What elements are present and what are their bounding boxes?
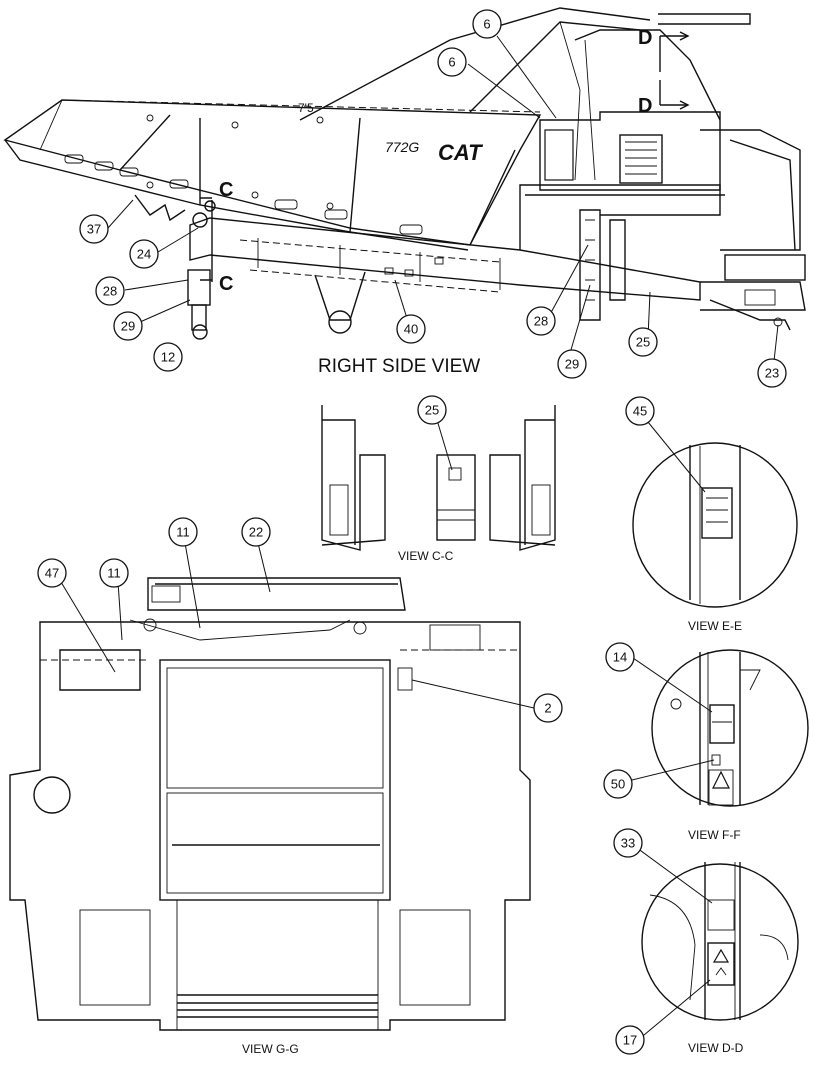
callout-gg-22: 22	[241, 517, 271, 547]
callout-gg-2: 2	[533, 693, 563, 723]
callout-cc-25: 25	[417, 395, 447, 425]
callout-dd-33: 33	[613, 828, 643, 858]
view-title-g-g: VIEW G-G	[242, 1042, 299, 1056]
callout-rs-37: 37	[79, 214, 109, 244]
callout-rs-25: 25	[628, 327, 658, 357]
section-mark-d-upper: D	[638, 27, 652, 49]
svg-text:47: 47	[45, 566, 59, 581]
view-title-e-e: VIEW E-E	[688, 619, 742, 633]
callout-gg-47: 47	[37, 558, 67, 588]
svg-text:17: 17	[623, 1033, 637, 1048]
view-d-d: VIEW D-D	[632, 844, 799, 1055]
truck-model-label: 772G	[385, 139, 419, 155]
svg-text:50: 50	[611, 777, 625, 792]
svg-text:29: 29	[565, 357, 579, 372]
callout-rs-24: 24	[129, 239, 159, 269]
section-mark-c-upper: C	[219, 179, 233, 201]
callout-rs-29b: 29	[557, 349, 587, 379]
view-title-f-f: VIEW F-F	[688, 828, 741, 842]
svg-text:2: 2	[544, 701, 551, 716]
svg-text:29: 29	[121, 319, 135, 334]
body-mark-label: 7'5	[298, 101, 314, 115]
callout-rs-23: 23	[757, 358, 787, 388]
right-side-view: 772G CAT 7'5	[3, 7, 806, 377]
svg-text:40: 40	[404, 322, 418, 337]
callout-ee-45: 45	[625, 396, 655, 426]
callout-rs-29a: 29	[113, 311, 143, 341]
callout-rs-28b: 28	[526, 306, 556, 336]
callout-rs-40: 40	[396, 314, 426, 344]
callout-rs-12: 12	[153, 342, 183, 372]
callout-ff-50: 50	[603, 769, 633, 799]
callout-rs-6a: 6	[472, 9, 502, 39]
svg-text:33: 33	[621, 836, 635, 851]
svg-text:25: 25	[425, 403, 439, 418]
view-title-right-side: RIGHT SIDE VIEW	[318, 356, 480, 377]
svg-text:6: 6	[483, 17, 490, 32]
truck-brand-logo: CAT	[438, 140, 483, 165]
svg-text:28: 28	[103, 284, 117, 299]
svg-text:11: 11	[107, 566, 121, 581]
callout-gg-11b: 11	[168, 517, 198, 547]
svg-text:22: 22	[249, 525, 263, 540]
callout-dd-17: 17	[615, 1025, 645, 1055]
callout-ff-14: 14	[605, 642, 635, 672]
callout-gg-11a: 11	[99, 558, 129, 588]
callout-rs-28a: 28	[95, 276, 125, 306]
view-f-f: VIEW F-F	[631, 649, 809, 842]
svg-text:14: 14	[613, 650, 627, 665]
view-title-c-c: VIEW C-C	[398, 549, 454, 563]
svg-text:28: 28	[534, 314, 548, 329]
section-mark-c-lower: C	[219, 273, 233, 295]
view-g-g: VIEW G-G	[9, 542, 535, 1056]
svg-text:24: 24	[137, 247, 151, 262]
callout-rs-6b: 6	[437, 47, 467, 77]
view-title-d-d: VIEW D-D	[688, 1041, 744, 1055]
section-mark-d-lower: D	[638, 95, 652, 117]
svg-text:6: 6	[448, 55, 455, 70]
svg-text:11: 11	[176, 525, 190, 540]
svg-text:12: 12	[161, 350, 175, 365]
svg-text:45: 45	[633, 404, 647, 419]
view-e-e: VIEW E-E	[632, 421, 798, 633]
view-c-c: VIEW C-C	[321, 405, 556, 563]
svg-text:25: 25	[636, 335, 650, 350]
svg-text:37: 37	[87, 222, 101, 237]
svg-text:23: 23	[765, 366, 779, 381]
